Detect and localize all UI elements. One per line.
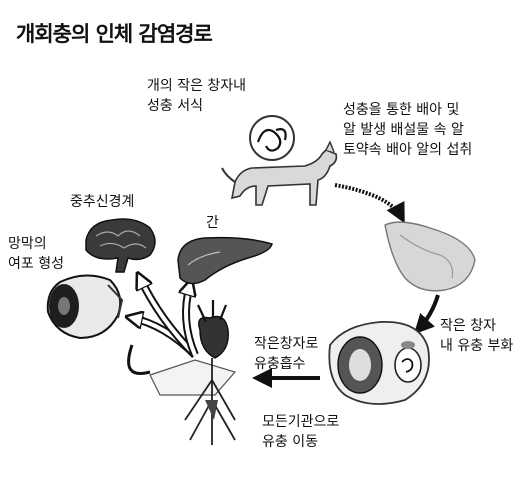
intestine-icon xyxy=(384,221,476,292)
diagram-title: 개회충의 인체 감염경로 xyxy=(16,22,213,46)
hatching-intestine-icon xyxy=(328,321,430,405)
migration-arrows xyxy=(127,278,199,375)
label-adult-in-dog: 개의 작은 창자내 성충 서식 xyxy=(147,78,247,114)
cycle-arrows xyxy=(252,183,440,388)
label-eye: 망막의 여포 형성 xyxy=(8,236,64,272)
human-organs-icon xyxy=(149,300,237,445)
label-liver: 간 xyxy=(206,215,219,231)
label-cns: 중추신경계 xyxy=(70,194,135,210)
brain-icon xyxy=(85,218,156,273)
label-migration: 모든기관으로 유충 이동 xyxy=(262,414,340,450)
label-absorption: 작은창자로 유충흡수 xyxy=(254,336,319,372)
roundworm-icon xyxy=(249,115,295,161)
arrow-intestine-to-hatching xyxy=(413,294,440,335)
liver-icon xyxy=(177,236,273,285)
label-eggs: 성충을 통한 배아 및 알 발생 배설물 속 알 토약속 배아 알의 섭취 xyxy=(343,102,473,158)
arrow-to-body-loop xyxy=(127,344,151,375)
eye-icon xyxy=(46,274,124,340)
dog-icon xyxy=(221,140,338,206)
arrow-dog-to-intestine xyxy=(334,183,405,224)
label-hatching: 작은 창자 내 유충 부화 xyxy=(440,318,514,354)
